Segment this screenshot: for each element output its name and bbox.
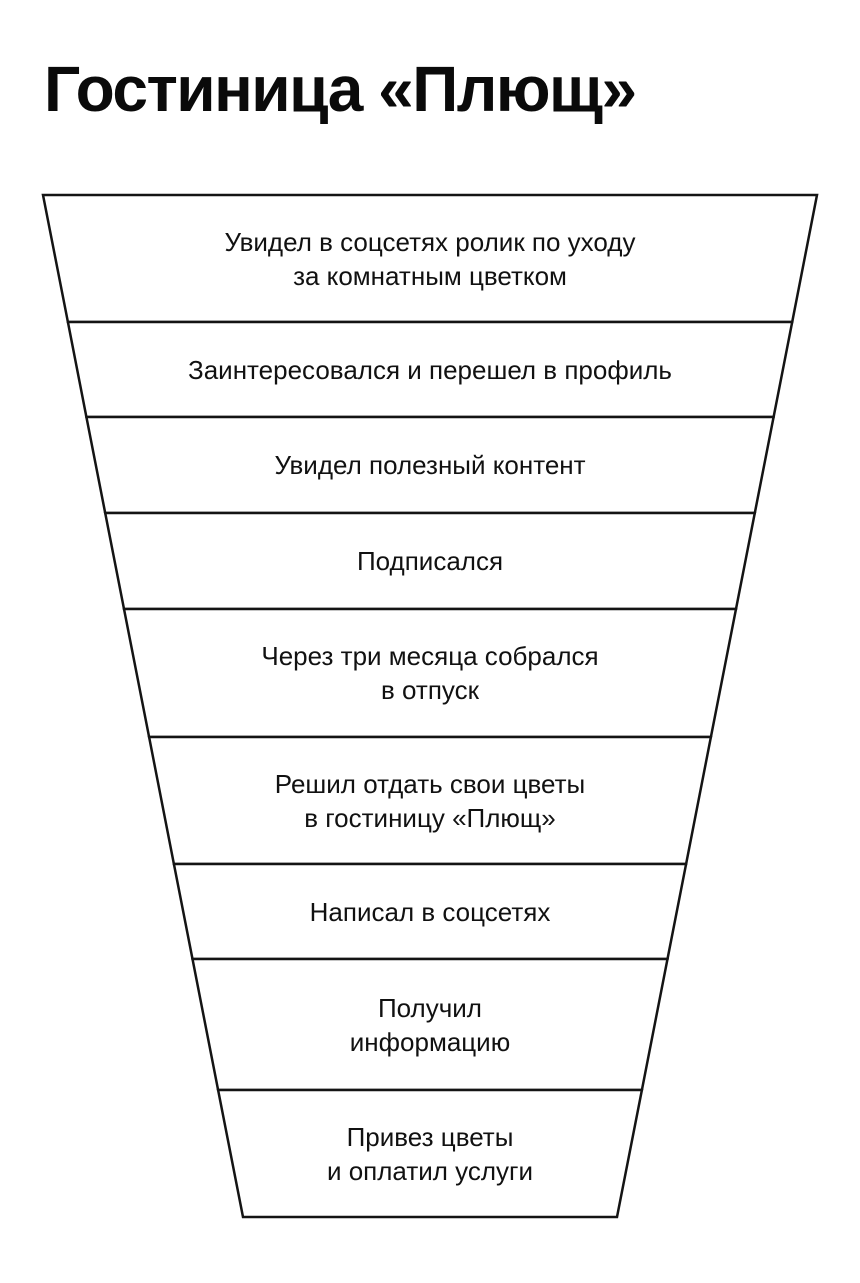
funnel-stage-8-shape bbox=[190, 957, 670, 1092]
funnel-stage-4-shape bbox=[103, 511, 757, 611]
funnel-stage-6-shape bbox=[147, 735, 713, 866]
funnel-stage-7-shape bbox=[172, 862, 688, 961]
funnel-stage-5-shape bbox=[122, 607, 738, 739]
funnel-stage-2-shape bbox=[66, 320, 794, 419]
funnel-stage-3-shape bbox=[84, 415, 776, 515]
funnel-stage-9-shape bbox=[216, 1088, 644, 1219]
page-title: Гостиница «Плющ» bbox=[44, 53, 637, 125]
funnel-stage-1-shape bbox=[41, 193, 819, 324]
